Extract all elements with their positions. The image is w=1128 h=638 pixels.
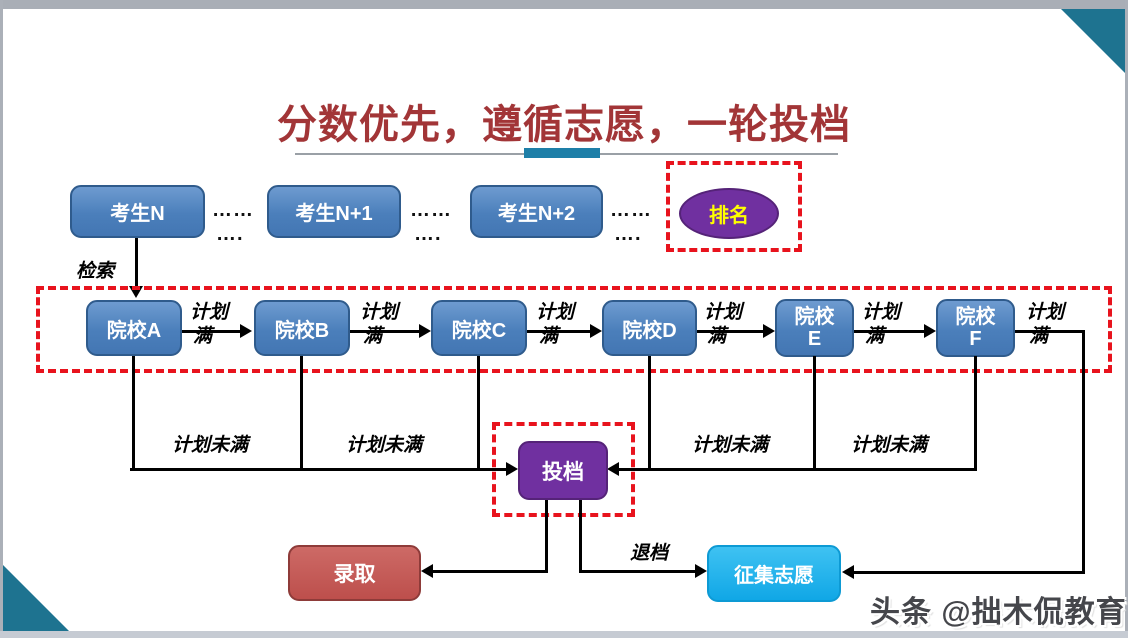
student-node-n: 考生N: [70, 185, 205, 238]
arrowhead-left: [842, 565, 854, 579]
plan-full-label: 满: [865, 326, 885, 347]
plan-full-label: 满: [363, 326, 383, 347]
connector-line: [974, 356, 977, 469]
file-node: 投档: [518, 441, 608, 500]
college-node-label: 院校: [955, 306, 996, 328]
college-node-b: 院校B: [254, 300, 350, 356]
plan-full-label: 满: [539, 326, 559, 347]
connector-line: [130, 468, 506, 471]
corner-triangle-bottom-left: [3, 565, 69, 631]
ellipsis-dots: ….: [216, 223, 244, 245]
ellipsis-dots: ……: [212, 199, 254, 221]
college-node-label: 院校B: [274, 319, 330, 342]
ellipsis-dots: ……: [410, 199, 452, 221]
student-node-label: 考生N+2: [497, 203, 576, 225]
ellipsis-dots: ……: [610, 199, 652, 221]
admit-node-label: 录取: [333, 563, 376, 586]
connector-line: [527, 330, 590, 333]
frame-top-bar: [0, 0, 1128, 9]
collect-node: 征集志愿: [707, 545, 841, 602]
plan-full-label: 满: [707, 326, 727, 347]
plan-not-full-label: 计划未满: [346, 435, 423, 456]
plan-full-label: 计划: [862, 302, 901, 323]
corner-triangle-top-right: [1061, 9, 1125, 73]
page-title: 分数优先，遵循志愿，一轮投档: [277, 103, 851, 147]
connector-line: [545, 500, 548, 573]
college-node-label: E: [807, 328, 822, 350]
connector-line: [350, 330, 419, 333]
connector-line: [813, 356, 816, 469]
college-node-c: 院校C: [431, 300, 527, 356]
connector-line: [132, 356, 135, 469]
connector-line: [854, 571, 1085, 574]
plan-full-label: 计划: [704, 302, 743, 323]
connector-line: [135, 238, 138, 288]
college-node-label: F: [969, 328, 982, 350]
arrowhead-left: [421, 564, 433, 578]
frame-left-bar: [0, 0, 3, 638]
plan-full-label: 满: [193, 326, 213, 347]
plan-not-full-label: 计划未满: [172, 435, 249, 456]
connector-line: [582, 570, 695, 573]
plan-full-label: 计划: [190, 302, 229, 323]
withdraw-label: 退档: [630, 543, 669, 564]
connector-line: [854, 330, 924, 333]
ranking-node: 排名: [679, 188, 779, 239]
connector-line: [619, 468, 977, 471]
plan-not-full-label: 计划未满: [692, 435, 769, 456]
plan-full-label: 计划: [536, 302, 575, 323]
file-highlight-box: [492, 422, 635, 517]
arrowhead-right: [506, 462, 518, 476]
title-underline-accent: [524, 148, 600, 158]
arrowhead-right: [924, 324, 936, 338]
college-node-a: 院校A: [86, 300, 182, 356]
connector-line: [477, 356, 480, 469]
connector-line: [1082, 330, 1085, 574]
admit-node: 录取: [288, 545, 421, 601]
ranking-node-label: 排名: [709, 205, 749, 227]
college-node-label: 院校D: [622, 319, 677, 342]
college-node-label: 院校: [794, 306, 835, 328]
plan-full-label: 满: [1029, 326, 1049, 347]
connector-line: [648, 356, 651, 469]
arrowhead-right: [240, 324, 252, 338]
ellipsis-dots: ….: [614, 223, 642, 245]
connector-line: [697, 330, 763, 333]
college-row-highlight-box: [36, 286, 1112, 373]
watermark: 头条 @拙木侃教育: [870, 596, 1127, 629]
student-node-label: 考生N+1: [295, 203, 373, 225]
college-node-d: 院校D: [602, 300, 697, 356]
ranking-highlight-box: [666, 161, 802, 252]
arrowhead-right: [695, 564, 707, 578]
arrowhead-right: [590, 324, 602, 338]
connector-line: [433, 570, 548, 573]
arrowhead-right: [763, 324, 775, 338]
connector-line: [1015, 330, 1085, 333]
frame-right-bar: [1125, 0, 1128, 638]
search-label: 检索: [76, 261, 115, 282]
plan-not-full-label: 计划未满: [851, 435, 928, 456]
student-node-label: 考生N: [110, 203, 165, 225]
plan-full-label: 计划: [360, 302, 399, 323]
student-node-n1: 考生N+1: [267, 185, 401, 238]
college-node-label: 院校C: [451, 319, 507, 342]
arrowhead-right: [419, 324, 431, 338]
college-node-f: 院校 F: [936, 299, 1015, 357]
connector-line: [300, 356, 303, 469]
connector-line: [182, 330, 240, 333]
file-node-label: 投档: [542, 460, 584, 484]
connector-line: [579, 500, 582, 573]
arrowhead-left: [607, 462, 619, 476]
college-node-label: 院校A: [106, 319, 162, 342]
plan-full-label: 计划: [1026, 302, 1065, 323]
ellipsis-dots: ….: [414, 223, 442, 245]
student-node-n2: 考生N+2: [470, 185, 603, 238]
college-node-e: 院校 E: [775, 299, 854, 357]
collect-node-label: 征集志愿: [734, 565, 814, 587]
frame-bottom-bar: [0, 631, 1128, 638]
